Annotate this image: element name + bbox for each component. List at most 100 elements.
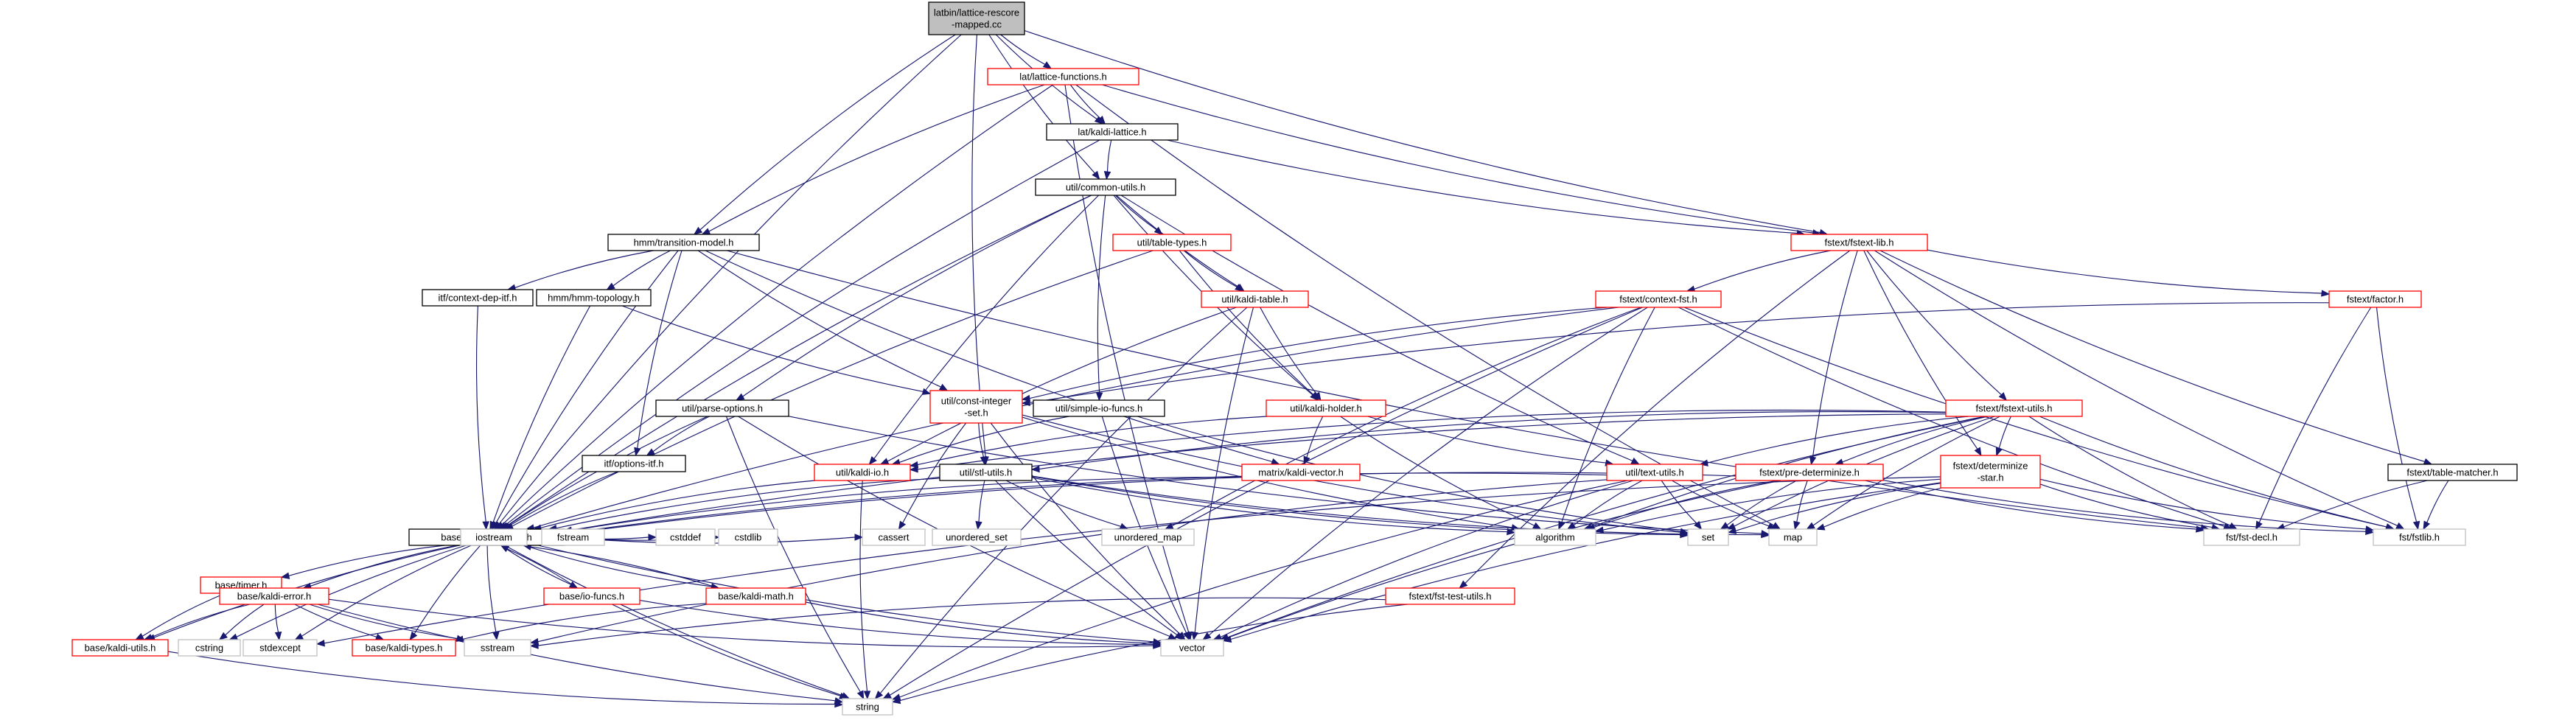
- edge-line: [142, 593, 226, 637]
- node-ktypes[interactable]: base/kaldi-types.h: [352, 639, 456, 657]
- arrowhead: [1726, 522, 1736, 530]
- edge-line: [2376, 307, 2418, 522]
- node-label: hmm/hmm-topology.h: [548, 293, 640, 304]
- edge-line: [2039, 416, 2387, 528]
- node-fstextlib[interactable]: fstext/fstext-lib.h: [1790, 234, 1928, 251]
- header-nodes: latbin/lattice-rescore-mapped.cc lat/latt…: [71, 1, 2518, 716]
- node-label: util/parse-options.h: [682, 403, 763, 414]
- node-optionsitf[interactable]: itf/options-itf.h: [582, 455, 686, 472]
- arrowhead: [2395, 522, 2405, 530]
- edge-line: [486, 545, 497, 633]
- arrowhead: [1815, 523, 1826, 531]
- node-label: algorithm: [1535, 532, 1574, 543]
- node-label: base/io-funcs.h: [559, 591, 624, 602]
- edge-line: [1029, 307, 1608, 399]
- node-simpleio[interactable]: util/simple-io-funcs.h: [1033, 399, 1165, 417]
- edge-line: [1864, 480, 2197, 530]
- arrowhead: [1095, 392, 1103, 402]
- node-determ[interactable]: fstext/determinize-star.h: [1940, 455, 2041, 489]
- node-label: fstext/pre-determinize.h: [1759, 467, 1860, 478]
- node-box: [1112, 234, 1232, 251]
- node-holder[interactable]: util/kaldi-holder.h: [1266, 399, 1386, 417]
- node-label: util/kaldi-io.h: [836, 467, 889, 478]
- edge-line: [1024, 29, 1821, 234]
- node-label: fst/fst-decl.h: [2226, 532, 2277, 543]
- node-kmath[interactable]: base/kaldi-math.h: [705, 587, 806, 605]
- edge-determ-to-stdexcept: [315, 476, 1941, 647]
- node-unordmap: unordered_map: [1101, 528, 1195, 546]
- edge-line: [1678, 307, 2225, 527]
- node-root[interactable]: latbin/lattice-rescore-mapped.cc: [928, 1, 1025, 35]
- edge-kcommon-to-kerror: [302, 545, 458, 590]
- edge-line: [1879, 250, 2425, 462]
- edge-line: [507, 548, 578, 589]
- node-box: [932, 528, 1022, 546]
- node-box: [1606, 464, 1703, 481]
- node-label: util/simple-io-funcs.h: [1055, 403, 1143, 414]
- node-hmmtm[interactable]: hmm/transition-model.h: [607, 234, 760, 251]
- edge-line: [1927, 249, 2322, 294]
- edge-root-to-latfunc: [1000, 34, 1053, 69]
- edge-line: [1171, 307, 1641, 527]
- node-kaldilat[interactable]: lat/kaldi-lattice.h: [1046, 123, 1179, 141]
- node-tabletypes[interactable]: util/table-types.h: [1112, 234, 1232, 251]
- node-parseopt[interactable]: util/parse-options.h: [655, 399, 789, 417]
- node-cstdlib: cstdlib: [718, 528, 778, 546]
- node-box: [1945, 399, 2083, 417]
- node-label: lat/kaldi-lattice.h: [1078, 127, 1146, 138]
- edge-line: [310, 545, 458, 587]
- arrowhead: [482, 521, 489, 531]
- edge-textutils-to-vector: [1212, 480, 1634, 640]
- node-tablematcher[interactable]: fstext/table-matcher.h: [2387, 464, 2518, 481]
- edge-kcommon-to-string: [504, 545, 851, 699]
- node-kaldiio[interactable]: util/kaldi-io.h: [814, 464, 911, 481]
- edge-stlutils-to-map: [1031, 475, 1770, 539]
- edge-determ-to-map: [1815, 487, 1942, 531]
- node-label: sstream: [481, 643, 514, 654]
- edge-line: [889, 307, 1643, 696]
- node-kutils[interactable]: base/kaldi-utils.h: [71, 639, 169, 657]
- arrowhead: [854, 534, 864, 541]
- node-label: base/kaldi-utils.h: [85, 643, 156, 654]
- arrowhead: [1630, 457, 1640, 465]
- node-ctxdep[interactable]: itf/context-dep-itf.h: [422, 289, 534, 307]
- node-fsttest[interactable]: fstext/fst-test-utils.h: [1385, 587, 1515, 605]
- edge-tablematcher-to-fstlib: [2423, 480, 2449, 531]
- node-factor[interactable]: fstext/factor.h: [2328, 290, 2422, 308]
- node-textutils[interactable]: util/text-utils.h: [1606, 464, 1703, 481]
- edge-line: [917, 416, 1268, 466]
- node-ioFuncs[interactable]: base/io-funcs.h: [543, 587, 640, 605]
- edge-root-to-kcommon: [493, 34, 962, 530]
- node-box: [71, 639, 169, 657]
- node-kerror[interactable]: base/kaldi-error.h: [219, 587, 329, 605]
- edge-line: [537, 479, 1608, 643]
- node-fstextutils[interactable]: fstext/fstext-utils.h: [1945, 399, 2083, 417]
- edge-kerror-to-cstring: [218, 604, 265, 640]
- node-kaldtable[interactable]: util/kaldi-table.h: [1201, 290, 1309, 308]
- edge-line: [2039, 483, 2213, 528]
- node-predet[interactable]: fstext/pre-determinize.h: [1735, 464, 1884, 481]
- node-label: -set.h: [964, 408, 988, 419]
- node-label: -mapped.cc: [952, 19, 1002, 30]
- node-label: util/stl-utils.h: [960, 467, 1013, 478]
- edge-line: [1573, 480, 1643, 525]
- arrowhead: [1174, 632, 1184, 640]
- edge-line: [500, 545, 571, 585]
- node-common[interactable]: util/common-utils.h: [1035, 178, 1176, 196]
- edge-line: [2258, 307, 2372, 523]
- node-latfunc[interactable]: lat/lattice-functions.h: [987, 68, 1139, 85]
- node-hmmtopo[interactable]: hmm/hmm-topology.h: [536, 289, 652, 307]
- edge-fstextutils-to-fstdecl: [2028, 416, 2238, 530]
- node-stlutils[interactable]: util/stl-utils.h: [939, 464, 1033, 481]
- arrowhead: [1222, 635, 1232, 643]
- node-constint[interactable]: util/const-integer-set.h: [929, 390, 1023, 424]
- node-ctxfst[interactable]: fstext/context-fst.h: [1595, 290, 1722, 308]
- edge-line: [1823, 487, 1942, 528]
- arrowhead: [294, 632, 304, 640]
- node-matvec[interactable]: matrix/kaldi-vector.h: [1241, 464, 1361, 481]
- edge-line: [1866, 250, 2002, 396]
- edge-line: [1137, 416, 1681, 532]
- edge-line: [317, 604, 836, 702]
- arrowhead: [868, 455, 877, 466]
- node-box: [1768, 528, 1818, 546]
